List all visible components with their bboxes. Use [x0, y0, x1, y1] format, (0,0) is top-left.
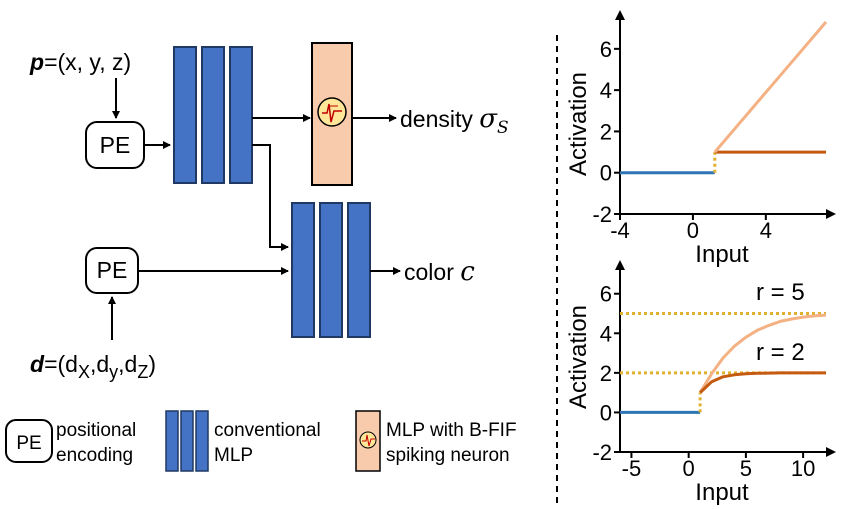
y-tick-label: 4: [600, 321, 612, 346]
y-tick-label: 0: [600, 400, 612, 425]
mlp-block-1: [173, 46, 253, 184]
legend-mlp-text-2: MLP: [214, 445, 253, 466]
legend-mlp-text-1: conventional: [214, 420, 321, 441]
y-tick-label: 2: [600, 361, 612, 386]
x-tick-label: 0: [687, 218, 699, 243]
y-axis-arrow-icon: [615, 260, 625, 270]
x-tick-label: 5: [740, 456, 752, 481]
y-axis-arrow-icon: [615, 10, 625, 20]
spiking-neuron-icon: [317, 97, 347, 127]
legend-pe-text-1: positional: [56, 420, 136, 441]
mlp-block-2: [291, 202, 371, 338]
legend-mlp-icon: [165, 410, 209, 472]
x-axis-label: Input: [695, 479, 749, 506]
series-line-4: [698, 313, 827, 394]
input-p-label: p=(x, y, z): [29, 49, 131, 75]
legend-neuron-icon: [359, 431, 377, 449]
x-tick-label: 10: [791, 456, 815, 481]
series-line-5: [699, 371, 826, 394]
activation-chart-bottom: -5 0 5 10 -2 0 2 4 6 Input Activation r = 5 r = …: [565, 260, 836, 506]
series-line-3: [713, 21, 828, 154]
y-tick-label: 6: [600, 37, 612, 62]
nerf-diagram: p=(x, y, z) PE density σS: [29, 42, 509, 382]
pe-label-bottom: PE: [97, 257, 128, 283]
arrow-mlp1-to-mlp2: [252, 144, 289, 251]
y-axis-label: Activation: [565, 72, 592, 176]
x-axis-arrow-icon: [826, 447, 836, 457]
y-tick-label: 0: [600, 161, 612, 186]
y-tick-label: -2: [592, 440, 612, 465]
y-tick-label: 6: [600, 282, 612, 307]
x-tick-label: -5: [622, 456, 642, 481]
legend-pe-box: [5, 419, 53, 463]
x-axis-label: Input: [695, 241, 749, 268]
input-d-label: d=(dX,dy,dZ): [30, 351, 156, 382]
density-output-label: density σS: [400, 104, 509, 138]
x-tick-label: 4: [760, 218, 772, 243]
legend-pe-text-2: encoding: [56, 445, 133, 466]
annotation-r2: r = 2: [756, 339, 805, 366]
activation-chart-top: -4 0 4 -2 0 2 4 6 Input Activation: [565, 10, 836, 268]
y-tick-label: 2: [600, 119, 612, 144]
y-tick-label: 4: [600, 78, 612, 103]
pe-label-top: PE: [100, 132, 131, 158]
color-output-label: color c: [404, 257, 475, 287]
x-axis-arrow-icon: [826, 209, 836, 219]
legend-bfif-text-2: spiking neuron: [386, 445, 510, 466]
annotation-r5: r = 5: [756, 279, 805, 306]
y-axis-label: Activation: [565, 305, 592, 409]
x-tick-label: -4: [610, 218, 630, 243]
x-tick-label: 0: [683, 456, 695, 481]
legend-bfif-text-1: MLP with B-FIF: [386, 420, 517, 441]
legend: PE positional encoding conventional MLP …: [5, 410, 517, 472]
legend-pe-box-label: PE: [16, 433, 41, 454]
y-tick-label: -2: [592, 202, 612, 227]
